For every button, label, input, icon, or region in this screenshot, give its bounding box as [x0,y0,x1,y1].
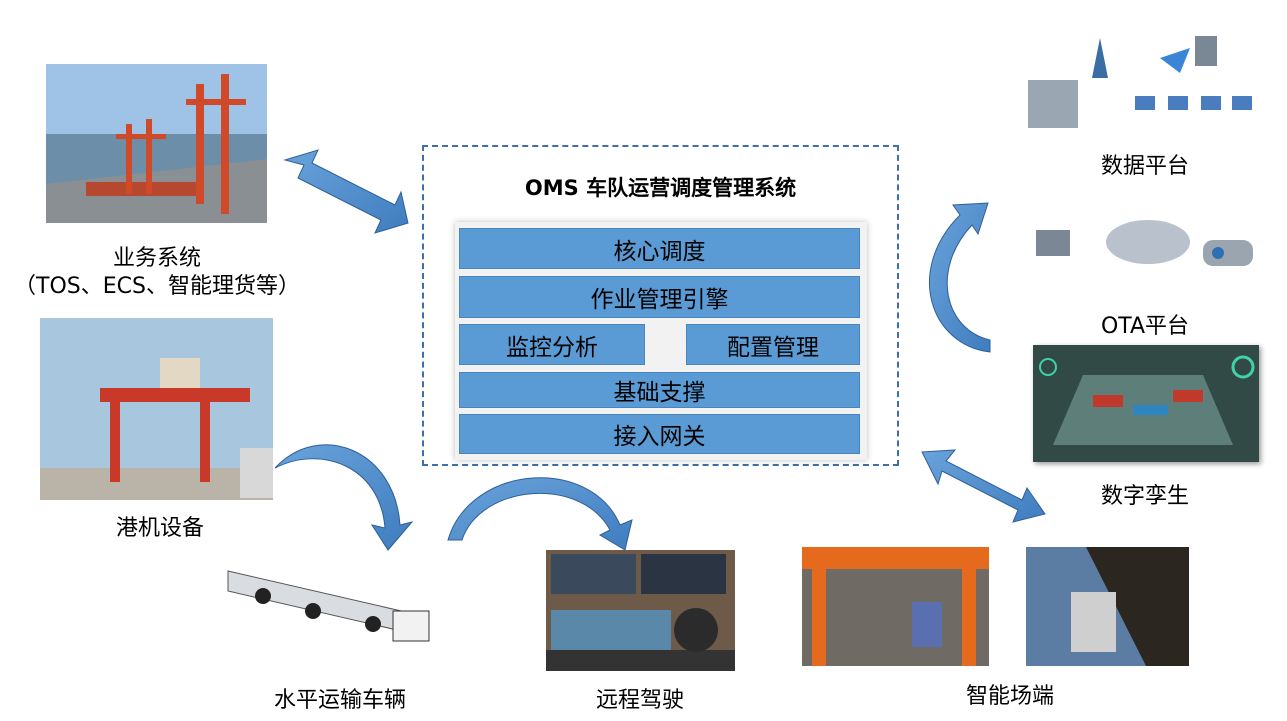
curved-arrow-remote [447,477,633,551]
layer-monitor-analysis: 监控分析 [459,324,645,365]
business-system-sublabel: （TOS、ECS、智能理货等） [14,274,300,299]
smart-yard-photo-1 [802,547,989,666]
port-machine-label: 港机设备 [115,516,204,541]
business-system-label: 业务系统 [112,246,201,271]
layer-access-gateway: 接入网关 [459,414,860,454]
oms-system-title: OMS 车队运营调度管理系统 [524,176,797,200]
data-platform-diagram [1020,18,1260,136]
oms-system-frame [422,145,899,466]
layer-config-management: 配置管理 [686,324,860,365]
layer-job-engine: 作业管理引擎 [459,276,860,318]
digital-twin-label: 数字孪生 [1100,484,1189,509]
smart-yard-photo-2 [1026,547,1189,666]
remote-driving-photo [546,550,735,671]
ota-platform-label: OTA平台 [1100,314,1190,339]
digital-twin-screen [1033,345,1259,462]
layer-base-support: 基础支撑 [459,372,860,408]
horizontal-vehicle-photo [223,556,435,656]
remote-driving-label: 远程驾驶 [595,688,684,713]
horizontal-vehicle-label: 水平运输车辆 [273,688,406,713]
curved-arrow-right [929,202,991,353]
layer-core-dispatch: 核心调度 [459,228,860,269]
port-machine-photo [40,318,273,500]
ota-platform-diagram [1028,190,1260,300]
curved-arrow-port [274,444,414,551]
data-platform-label: 数据平台 [1100,154,1189,179]
double-arrow-business [283,149,409,234]
smart-yard-label: 智能场端 [965,684,1054,709]
double-arrow-yard [921,449,1046,523]
business-system-photo [46,64,267,223]
